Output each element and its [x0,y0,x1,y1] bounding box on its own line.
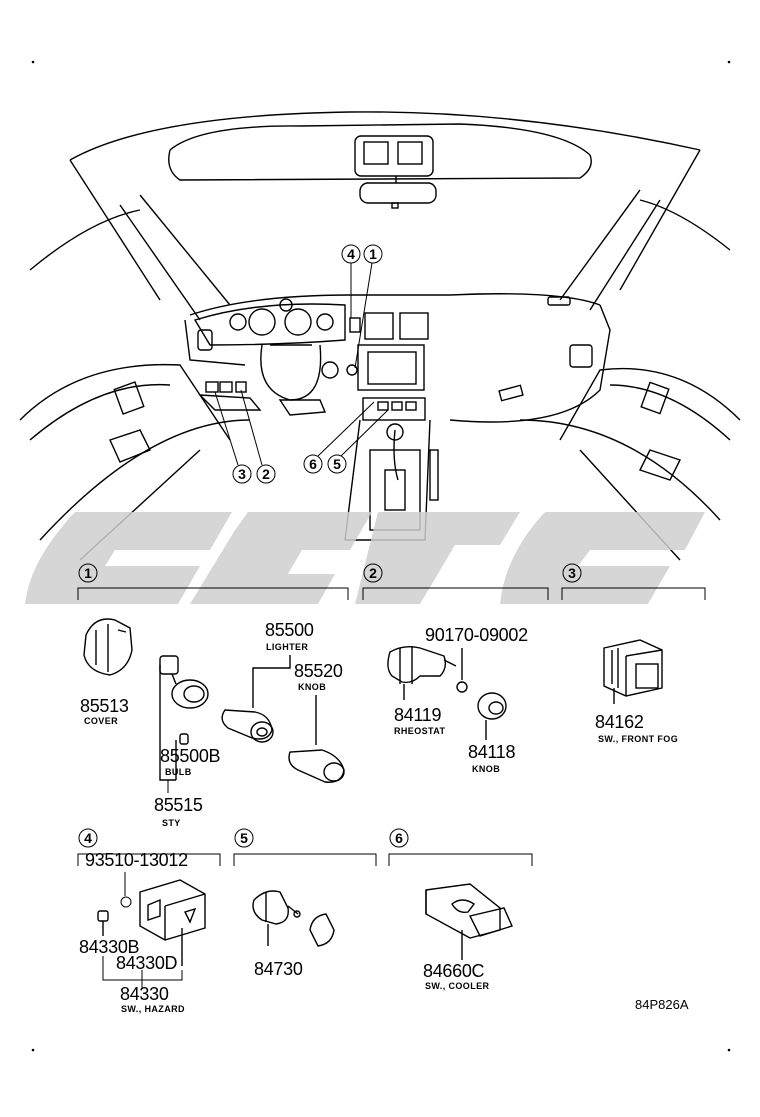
part-number: 85520 [294,661,343,681]
cover-drawing [83,618,133,676]
part-desc: KNOB [472,764,500,774]
group-5-parts: 84730 [252,890,335,979]
rheostat-drawing [387,645,457,700]
svg-text:1: 1 [369,246,377,262]
part-number: 85500B [160,746,221,766]
svg-text:6: 6 [395,830,403,846]
part-desc: BULB [165,767,192,777]
part-desc: RHEOSTAT [394,726,445,736]
callout-2: 2 [240,389,276,484]
part-number: 84119 [394,705,442,725]
group-4-header: 4 [77,828,221,866]
svg-text:5: 5 [240,830,248,846]
part-desc: KNOB [298,682,326,692]
part-number: 84330D [116,953,178,973]
part-desc: COVER [84,716,118,726]
svg-text:3: 3 [238,466,246,482]
socket-drawing [159,655,209,781]
svg-text:4: 4 [84,830,92,846]
svg-text:2: 2 [262,466,270,482]
part-number: 84118 [468,742,516,762]
rheostat-knob-drawing [477,692,507,740]
part-number: 84162 [595,712,644,732]
part-desc: SW., HAZARD [121,1004,185,1014]
svg-text:1: 1 [84,565,92,581]
group-1-header: 1 [77,563,349,600]
part-desc: STY [162,818,181,828]
group-1-parts: 85513 COVER 85500 LIGHTER 85520 KNOB [80,618,345,828]
svg-text:2: 2 [369,565,377,581]
callout-5: 5 [327,409,389,474]
group-2-header: 2 [362,563,549,600]
diagram-code: 84P826A [635,997,689,1012]
part-number: 84660C [423,961,485,981]
group-2-parts: 90170-09002 84119 RHEOSTAT 84118 KNOB [387,625,528,774]
cooler-switch-drawing [425,883,513,960]
part-number: 93510-13012 [85,850,188,870]
group-6-parts: 84660C SW., COOLER [423,883,513,991]
part-number: 85513 [80,696,129,716]
hazard-switch-drawing [139,879,206,966]
part-number: 84330B [79,937,140,957]
corner-marks [31,60,731,1052]
part-number: 84730 [254,959,303,979]
group-6-header: 6 [388,828,533,866]
part-number: 85500 [265,620,314,640]
watermark-logo [25,512,705,604]
dashboard-illustration [19,111,741,561]
group-4-parts: 93510-13012 84330B 84330D 84330 SW., HAZ… [79,850,206,1014]
knob-drawing [288,695,345,783]
callout-6: 6 [303,401,375,474]
svg-text:4: 4 [347,246,355,262]
part-number: 85515 [154,795,203,815]
svg-text:3: 3 [568,565,576,581]
part-desc: SW., COOLER [425,981,490,991]
group-5-header: 5 [233,828,377,866]
part-desc: SW., FRONT FOG [598,734,678,744]
fog-switch-drawing [603,639,663,704]
callout-1: 1 [354,244,383,369]
part-desc: LIGHTER [266,642,308,652]
svg-text:6: 6 [309,456,317,472]
group-3-parts: 84162 SW., FRONT FOG [595,639,678,744]
callout-4: 4 [341,244,361,318]
switch-84730-drawing [252,890,335,947]
group-3-header: 3 [561,563,706,600]
nut-drawing [456,648,468,693]
lighter-drawing [221,655,291,743]
bulb-drawing [97,910,109,936]
part-number: 90170-09002 [425,625,528,645]
part-number: 84330 [120,984,169,1004]
dashboard-callouts: 4 1 3 2 6 5 [214,244,389,484]
svg-text:5: 5 [333,456,341,472]
callout-3: 3 [214,391,252,484]
